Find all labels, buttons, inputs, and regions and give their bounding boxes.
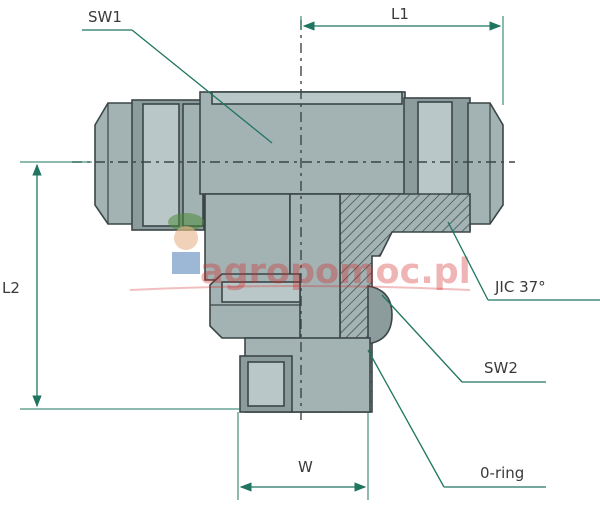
watermark-text: agropomoc.pl (200, 252, 471, 292)
label-oring: 0-ring (480, 464, 524, 482)
farmer-mascot-icon (168, 213, 204, 274)
label-sw1: SW1 (88, 8, 122, 26)
oring-leader (367, 349, 445, 488)
label-sw2: SW2 (484, 359, 518, 377)
label-jic: JIC 37° (494, 278, 546, 296)
label-w: W (298, 458, 313, 476)
sw2-leader (381, 294, 463, 383)
left-jic-end (94, 99, 205, 231)
label-l2: L2 (2, 279, 20, 297)
watermark: agropomoc.pl (129, 213, 471, 292)
hex-nut-sw2 (209, 273, 393, 345)
threaded-stud (239, 337, 371, 413)
label-l1: L1 (391, 5, 409, 23)
jic-leader (447, 221, 489, 301)
